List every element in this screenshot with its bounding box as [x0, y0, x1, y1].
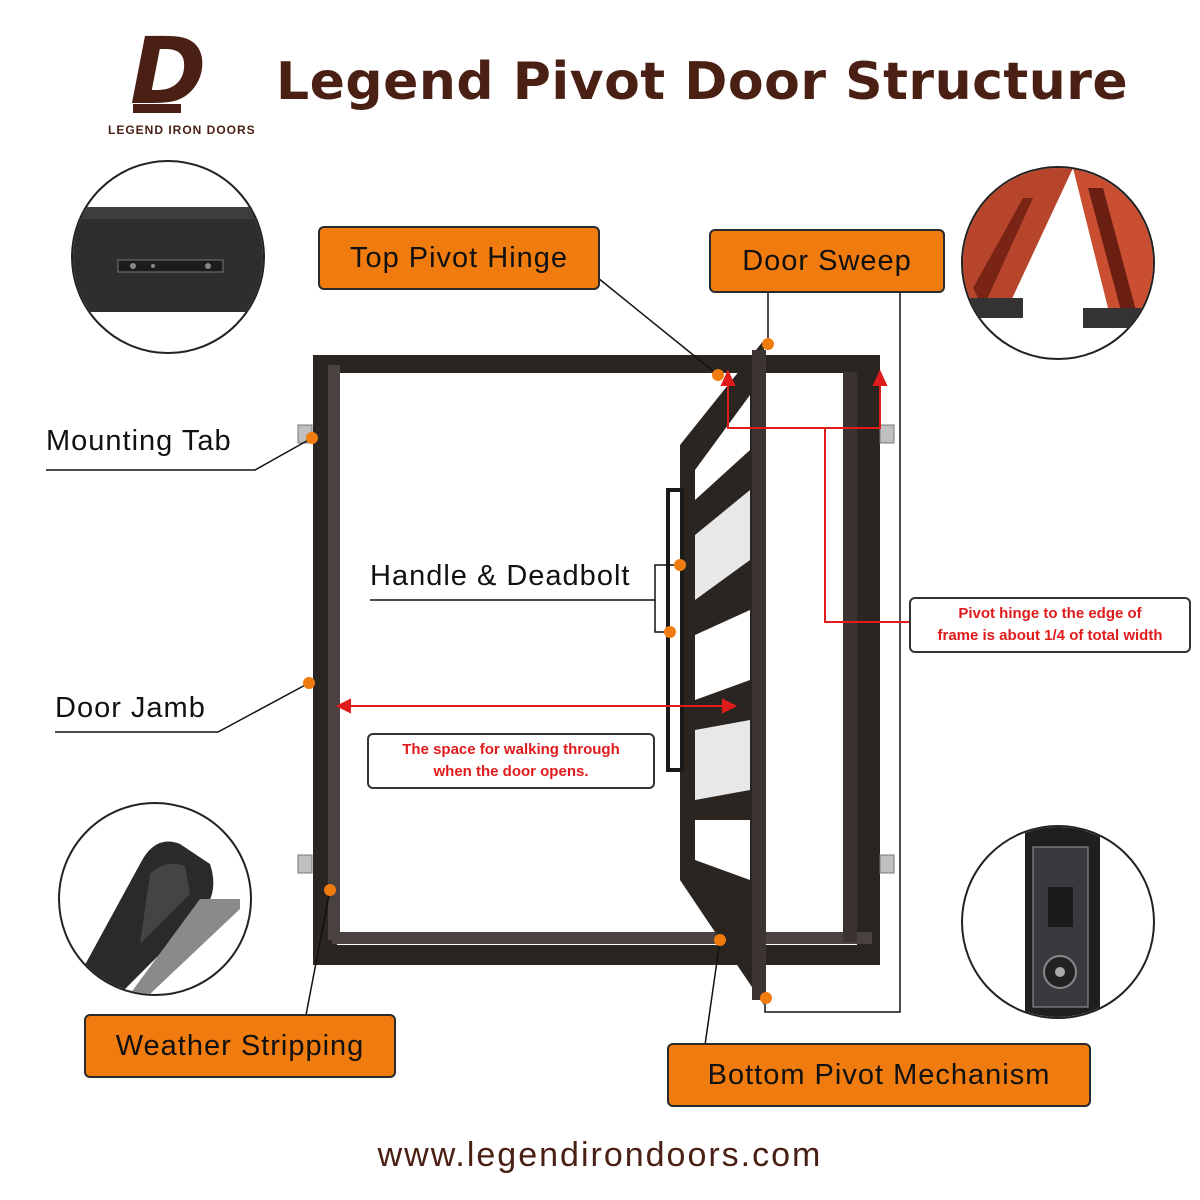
label-weather-stripping: Weather Stripping — [84, 1014, 396, 1078]
label-handle-deadbolt: Handle & Deadbolt — [370, 560, 631, 592]
brand-logo-text: LEGEND IRON DOORS — [108, 123, 256, 137]
marker-door-sweep-bottom — [760, 992, 772, 1004]
label-bottom-pivot-mechanism: Bottom Pivot Mechanism — [667, 1043, 1091, 1107]
label-top-pivot-hinge: Top Pivot Hinge — [318, 226, 600, 290]
label-top-pivot-hinge-text: Top Pivot Hinge — [349, 241, 569, 274]
red-annotations — [335, 369, 910, 714]
label-door-jamb: Door Jamb — [55, 692, 206, 724]
detail-weather-stripping — [58, 802, 252, 996]
marker-door-jamb — [303, 677, 315, 689]
note-walk-line-2: when the door opens. — [433, 763, 589, 780]
note-pivot-line-2: frame is about 1/4 of total width — [937, 627, 1163, 644]
detail-top-pivot-hinge — [71, 160, 265, 354]
label-door-sweep: Door Sweep — [709, 229, 945, 293]
marker-mounting-tab — [306, 432, 318, 444]
mounting-tabs — [297, 424, 895, 874]
note-walk-line-1: The space for walking through — [402, 741, 620, 758]
detail-door-sweep — [961, 166, 1155, 360]
marker-top-pivot — [712, 369, 724, 381]
label-door-sweep-text: Door Sweep — [742, 244, 912, 277]
label-mounting-tab: Mounting Tab — [46, 425, 232, 457]
door-frame — [313, 355, 880, 965]
brand-logo-underline — [133, 104, 181, 113]
note-pivot-line-1: Pivot hinge to the edge of — [958, 605, 1142, 622]
door-panel — [680, 340, 766, 1005]
marker-deadbolt — [664, 626, 676, 638]
marker-bottom-pivot — [714, 934, 726, 946]
marker-door-sweep — [762, 338, 774, 350]
marker-handle — [674, 559, 686, 571]
leader-lines — [46, 277, 901, 1046]
brand-logo-mark: D — [130, 18, 207, 125]
note-pivot-hinge-width: Pivot hinge to the edge of frame is abou… — [909, 597, 1191, 653]
footer-website: www.legendirondoors.com — [377, 1136, 823, 1174]
note-walk-through-space: The space for walking through when the d… — [367, 733, 655, 789]
page-title: Legend Pivot Door Structure — [276, 52, 1129, 112]
marker-dots — [303, 338, 774, 1004]
label-bottom-pivot-mechanism-text: Bottom Pivot Mechanism — [707, 1058, 1051, 1091]
marker-weather-stripping — [324, 884, 336, 896]
label-weather-stripping-text: Weather Stripping — [115, 1029, 365, 1062]
detail-bottom-pivot-mechanism — [961, 825, 1155, 1019]
